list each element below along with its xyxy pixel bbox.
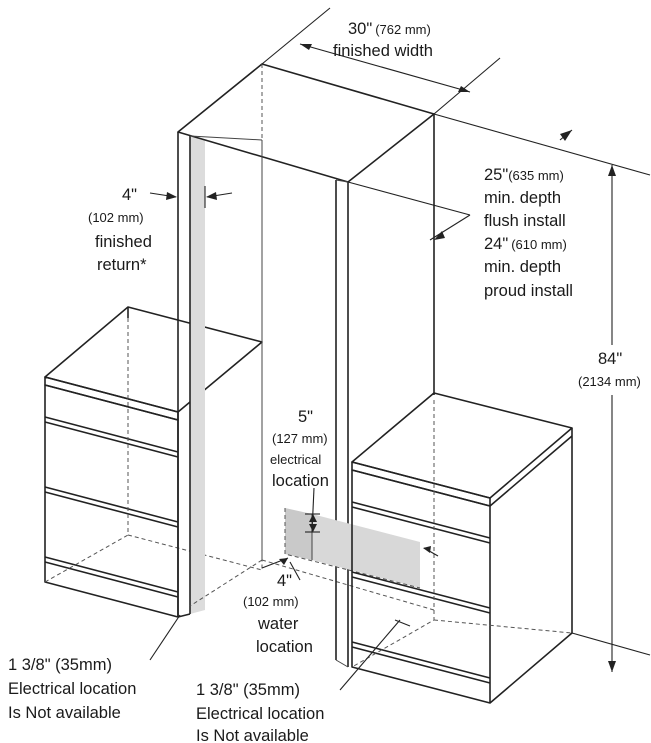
height-label: 84" (2134 mm) [575,345,647,395]
refrigerator-enclosure [177,63,435,668]
arrow-icon [434,231,445,240]
depth-flush-desc-2: flush install [484,212,566,230]
elec-value: 5" [298,408,313,426]
elec-desc-2: location [272,472,329,490]
water-desc-2: location [256,638,313,656]
depth-proud-desc-1: min. depth [484,258,561,276]
dimension-lines [149,7,651,691]
width-label: 30"(762 mm) finished width [333,20,433,60]
width-value: 30"(762 mm) [348,20,431,38]
height-value: 84" [598,350,622,368]
arrow-icon [309,514,317,522]
left-electrical-na-label: 1 3/8" (35mm) Electrical location Is Not… [8,656,136,722]
left-na-value: 1 3/8" (35mm) [8,656,112,674]
return-metric: (102 mm) [88,210,144,225]
depth-label: 25"(635 mm) min. depth flush install 24"… [484,166,573,300]
left-base-cabinet [44,306,263,618]
return-desc-2: return* [97,256,147,274]
return-desc-1: finished [95,233,152,251]
arrow-icon [309,524,317,532]
arrow-icon [206,192,217,200]
width-description: finished width [333,42,433,60]
depth-proud-value: 24"(610 mm) [484,235,567,253]
right-na-desc-1: Electrical location [196,705,324,723]
elec-metric: (127 mm) [272,431,328,446]
right-electrical-na-label: 1 3/8" (35mm) Electrical location Is Not… [196,681,324,743]
right-na-desc-2: Is Not available [196,727,309,743]
right-base-cabinet [351,392,573,704]
return-value: 4" [122,186,137,204]
arrow-icon [300,44,312,50]
finished-return-label: 4" (102 mm) finished return* [88,186,152,274]
arrow-icon [458,86,470,92]
arrow-icon [279,558,288,565]
depth-flush-value: 25"(635 mm) [484,166,564,184]
depth-proud-desc-2: proud install [484,282,573,300]
electrical-location-label: 5" (127 mm) electrical location [270,408,329,490]
depth-flush-desc-1: min. depth [484,189,561,207]
water-desc-1: water [257,615,299,633]
finished-return-panel [190,136,205,614]
water-location-label: 4" (102 mm) water location [243,572,313,656]
arrow-icon [423,546,431,553]
arrow-icon [608,165,616,176]
right-na-value: 1 3/8" (35mm) [196,681,300,699]
left-na-desc-1: Electrical location [8,680,136,698]
water-metric: (102 mm) [243,594,299,609]
water-value: 4" [277,572,292,590]
left-na-desc-2: Is Not available [8,704,121,722]
arrow-icon [166,192,177,200]
arrow-icon [560,130,572,141]
height-metric: (2134 mm) [578,374,641,389]
arrow-icon [608,661,616,672]
elec-desc-1: electrical [270,452,321,467]
